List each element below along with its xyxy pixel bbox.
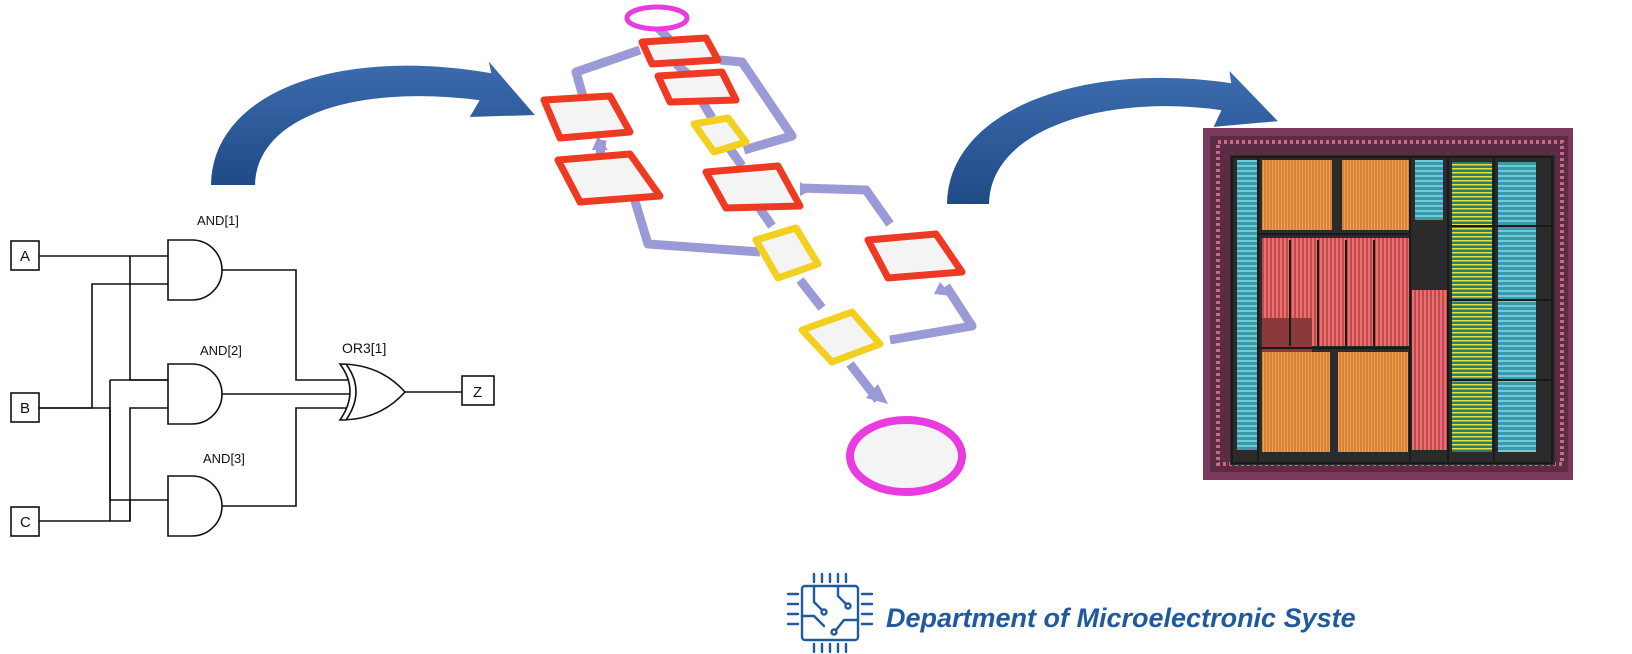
flow-decision-2	[752, 224, 822, 282]
output-box-z	[461, 375, 495, 406]
flow-process-5	[702, 162, 804, 212]
circuit-labels: AND[1] AND[2] AND[3] OR3[1] A B C Z	[20, 213, 482, 531]
flow-decision-3	[798, 308, 884, 366]
input-b-label: B	[20, 400, 30, 417]
flowchart	[540, 4, 977, 496]
and-gate-2	[167, 363, 223, 425]
flow-connectors	[571, 24, 977, 403]
input-c-label: C	[20, 514, 31, 531]
flow-process-1	[638, 34, 722, 68]
arrow-circuit-to-flow	[208, 57, 540, 187]
flow-start-node	[624, 4, 690, 32]
arrow-flow-to-chip	[944, 65, 1283, 206]
or-gate	[338, 363, 407, 421]
flow-decision-1	[690, 114, 750, 156]
input-a-label: A	[20, 248, 30, 265]
flow-process-6	[864, 230, 966, 282]
output-z-label: Z	[473, 384, 482, 401]
and1-label: AND[1]	[197, 213, 239, 228]
circuit-chip-icon	[786, 572, 874, 654]
department-name: Department of Microelectronic Syste	[886, 602, 1356, 633]
chip-die-photo	[1203, 128, 1573, 480]
input-box-b	[10, 392, 40, 423]
and-gate-1	[167, 239, 223, 301]
flow-process-3	[540, 92, 634, 142]
and2-label: AND[2]	[200, 343, 242, 358]
flow-process-4	[554, 150, 664, 206]
and-gate-3	[167, 475, 223, 537]
department-footer: Department of Microelectronic Syste	[784, 572, 1356, 654]
logic-circuit	[10, 239, 495, 537]
flow-end-node	[846, 416, 966, 496]
or-label: OR3[1]	[342, 340, 386, 356]
flow-process-2	[654, 68, 740, 106]
and3-label: AND[3]	[203, 451, 245, 466]
